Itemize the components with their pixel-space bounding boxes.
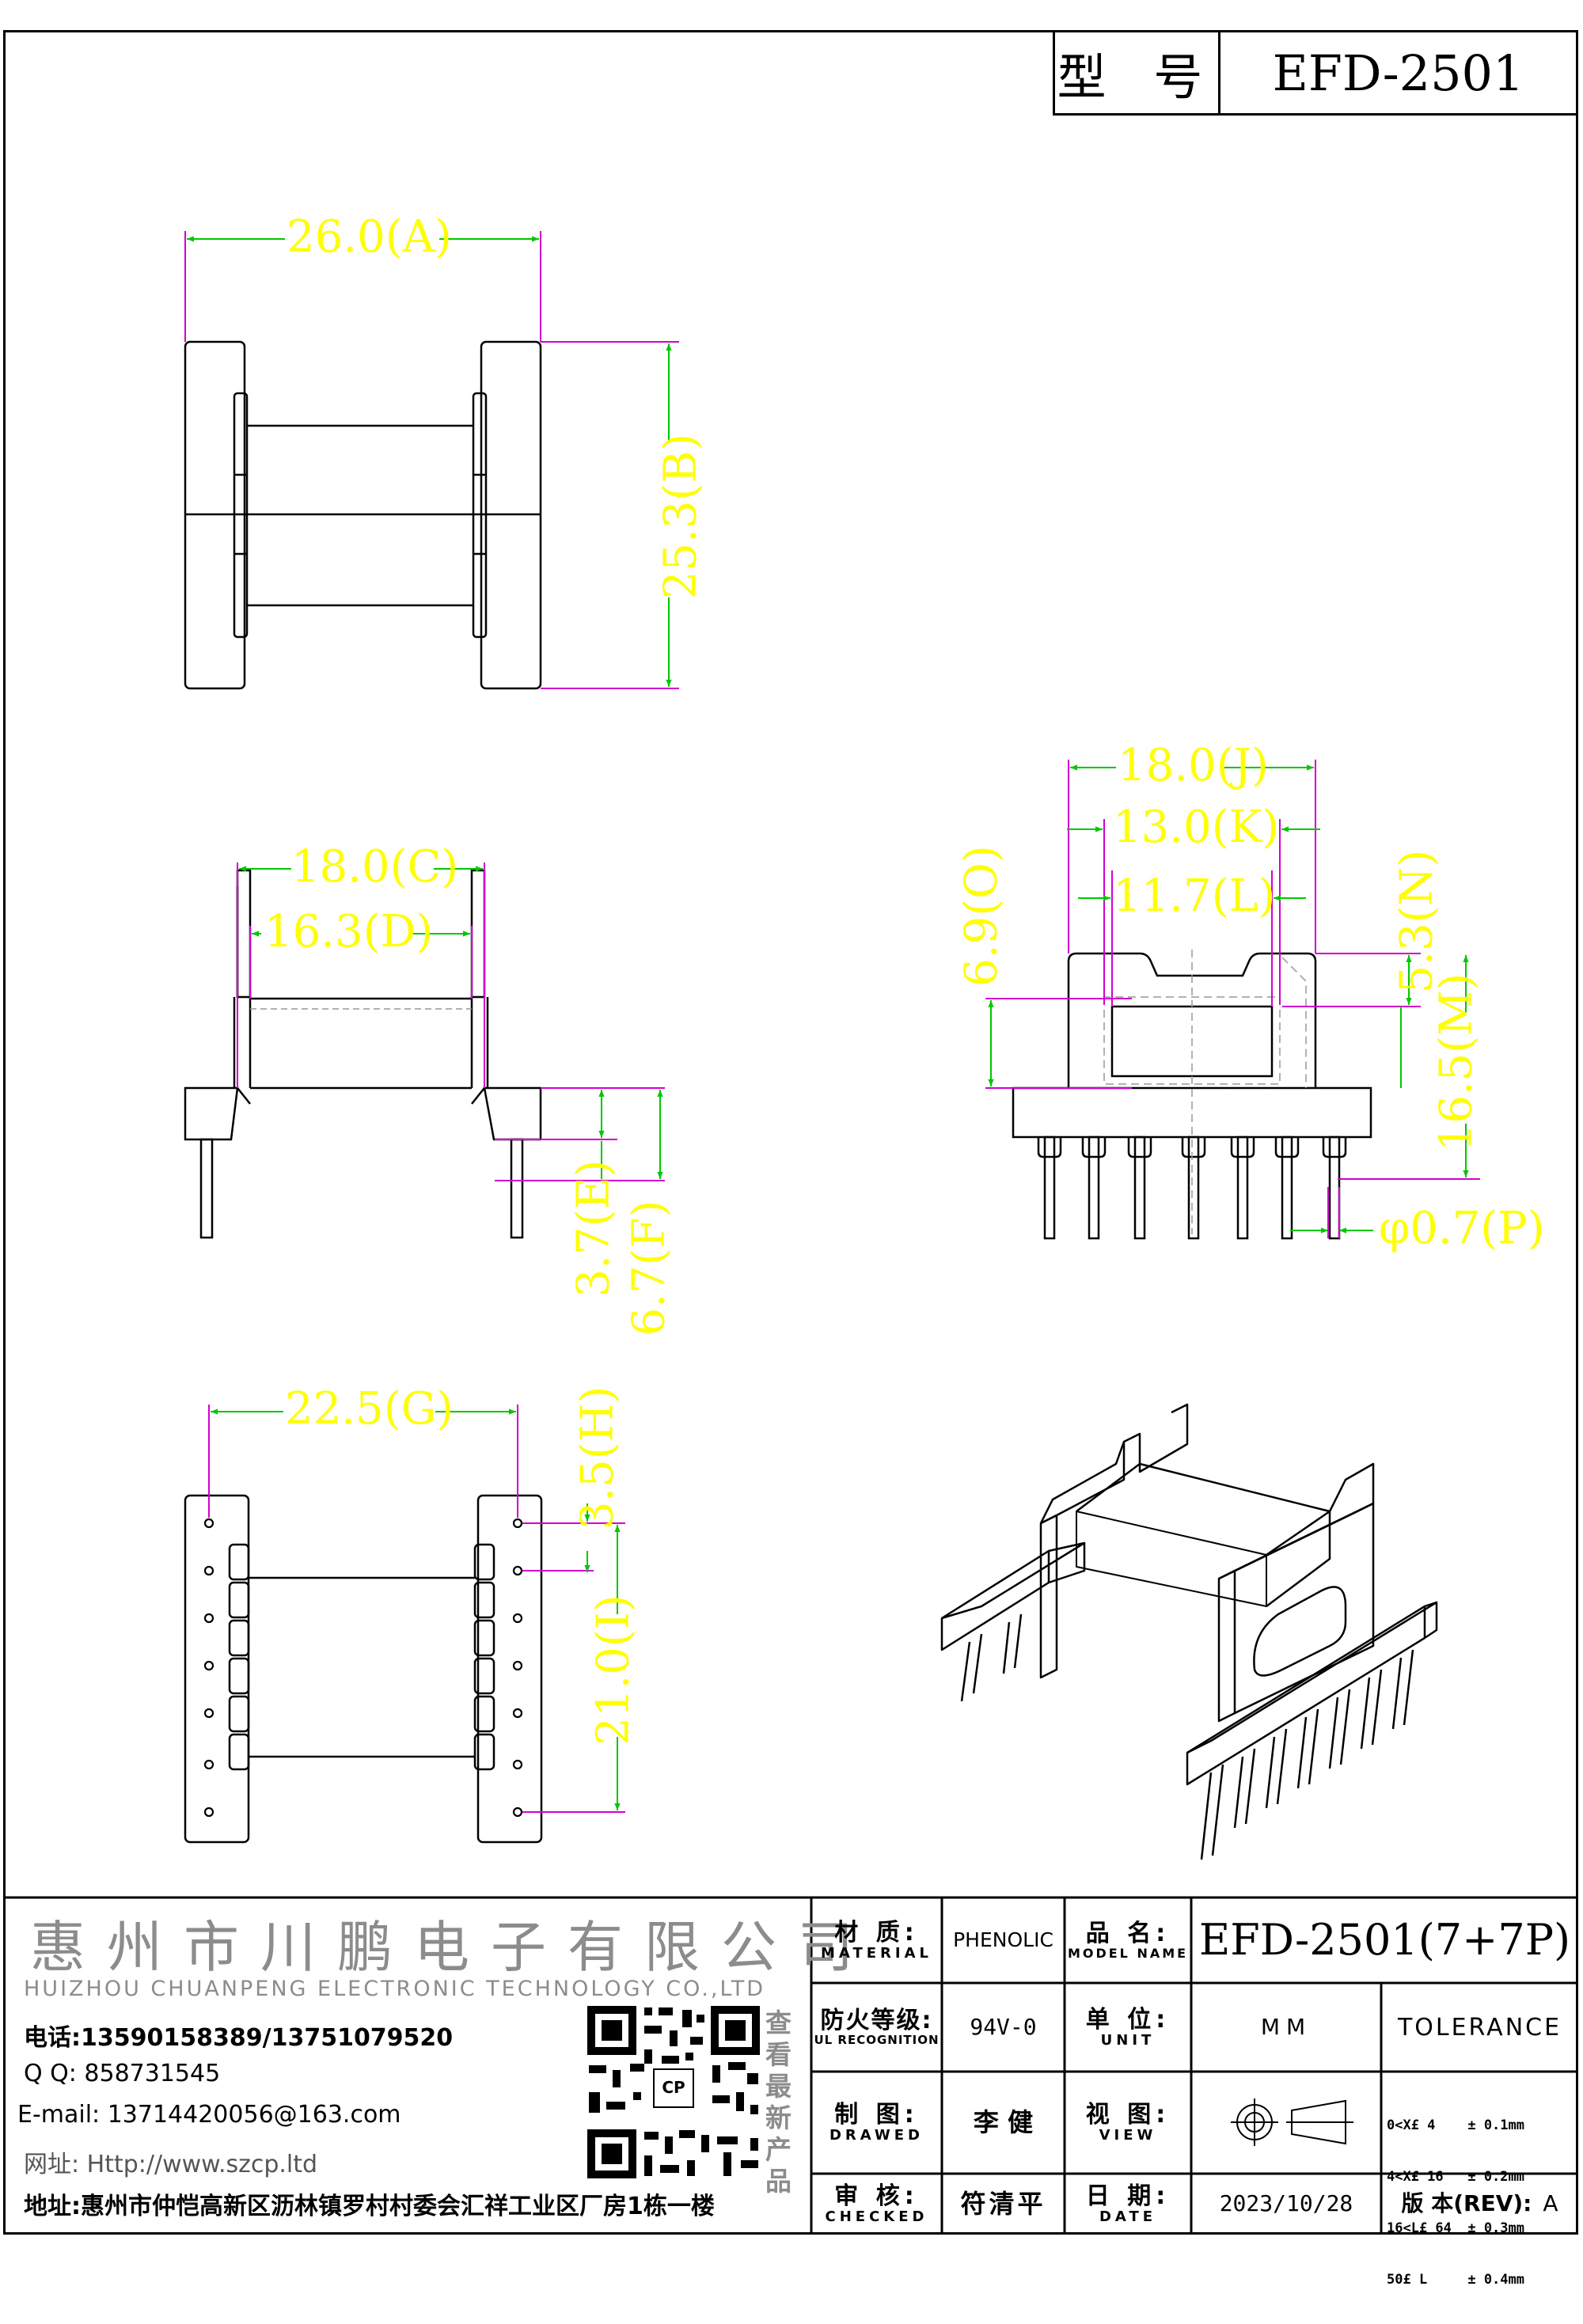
company-website: 网址: Http://www.szcp.ltd [24, 2151, 318, 2178]
model-value-cell: EFD-2501 [1218, 30, 1578, 116]
dim-lines-front [237, 862, 665, 1181]
dim-label-E: 3.7(E) [568, 1159, 620, 1298]
model-label: 型 号 [1057, 48, 1219, 106]
dim-label-C: 18.0(C) [291, 841, 459, 893]
model-name-value: EFD-2501(7+7P) [1198, 1915, 1571, 1966]
checked-label: 审 核: CHECKED [825, 2182, 928, 2226]
checked-value: 符清平 [960, 2188, 1046, 2219]
company-name-cn: 惠州市川鹏电子有限公司 [30, 1915, 875, 1980]
dim-label-I: 21.0(I) [587, 1594, 640, 1746]
unit-value: MM [1260, 2013, 1312, 2040]
technical-drawing [3, 231, 1578, 2235]
qr-code-icon [586, 2004, 761, 2180]
view-label: 视 图: VIEW [1085, 2101, 1171, 2144]
isometric-view [940, 1403, 1438, 1860]
drawn-label: 制 图: DRAWED [829, 2101, 924, 2144]
model-value: EFD-2501 [1272, 44, 1524, 102]
company-name-en: HUIZHOU CHUANPENG ELECTRONIC TECHNOLOGY … [24, 1977, 766, 2001]
tolerance-row: 16<L£ 64 ± 0.3mm [1387, 2220, 1524, 2236]
dim-label-J: 18.0(J) [1118, 740, 1269, 791]
projection-symbol-icon [1231, 2098, 1353, 2146]
tolerance-row: 50£ L ± 0.4mm [1387, 2272, 1524, 2288]
company-email: E-mail: 13714420056@163.com [17, 2101, 401, 2129]
drawing-frame [3, 30, 1578, 2235]
revision-label: 版 本(REV): [1401, 2190, 1532, 2217]
dim-label-A: 26.0(A) [287, 211, 452, 263]
tolerance-label: TOLERANCE [1397, 2013, 1562, 2042]
title-block-lines [3, 1896, 1578, 2235]
drawn-value: 李 健 [973, 2106, 1034, 2137]
dim-label-N: 5.3(N) [1391, 849, 1443, 994]
revision-cell: 版 本(REV): A [1381, 2174, 1578, 2235]
flame-label: 防火等级: UL RECOGNITION [814, 2007, 940, 2048]
unit-label: 单 位: UNIT [1085, 2005, 1171, 2049]
dim-label-G: 22.5(G) [285, 1383, 454, 1435]
dim-lines-top [184, 231, 679, 689]
dim-label-P: φ0.7(P) [1379, 1203, 1545, 1254]
dim-lines-bottom [208, 1405, 625, 1813]
company-address: 地址:惠州市仲恺高新区沥林镇罗村村委会汇祥工业区厂房1栋一楼 [24, 2193, 715, 2220]
tolerance-row: 0<X£ 4 ± 0.1mm [1387, 2117, 1524, 2133]
dim-lines-side [985, 760, 1480, 1238]
dim-label-L: 11.7(L) [1113, 870, 1276, 922]
dim-label-D: 16.3(D) [264, 906, 434, 957]
company-qq: Q Q: 858731545 [24, 2060, 221, 2087]
tolerance-row: 4<X£ 16 ± 0.2mm [1387, 2168, 1524, 2185]
company-phone: 电话:13590158389/13751079520 [24, 2024, 454, 2052]
flame-value: 94V-0 [970, 2013, 1037, 2040]
material-value: PHENOLIC [953, 1928, 1053, 1952]
qr-center-label: CP [662, 2078, 685, 2097]
model-name-label: 品 名: MODEL NAME [1067, 1919, 1189, 1961]
revision-value: A [1543, 2190, 1558, 2217]
dim-label-H: 3.5(H) [571, 1386, 624, 1530]
dim-label-F: 6.7(F) [623, 1200, 675, 1336]
date-label: 日 期: DATE [1085, 2182, 1171, 2226]
date-value: 2023/10/28 [1219, 2190, 1353, 2217]
bottom-view [184, 1494, 543, 1844]
tolerance-list: 0<X£ 4 ± 0.1mm 4<X£ 16 ± 0.2mm 16<L£ 64 … [1387, 2072, 1577, 2288]
material-label: 材 质: MATERIAL [821, 1918, 932, 1962]
qr-caption: 查看最新产品 [765, 2007, 792, 2197]
side-view-hidden [1103, 950, 1307, 1234]
dim-label-B: 25.3(B) [655, 433, 707, 600]
dim-label-O: 6.9(O) [955, 845, 1008, 987]
top-view [184, 340, 542, 690]
dim-label-K: 13.0(K) [1113, 802, 1280, 853]
model-label-cell: 型 号 [1053, 30, 1220, 116]
